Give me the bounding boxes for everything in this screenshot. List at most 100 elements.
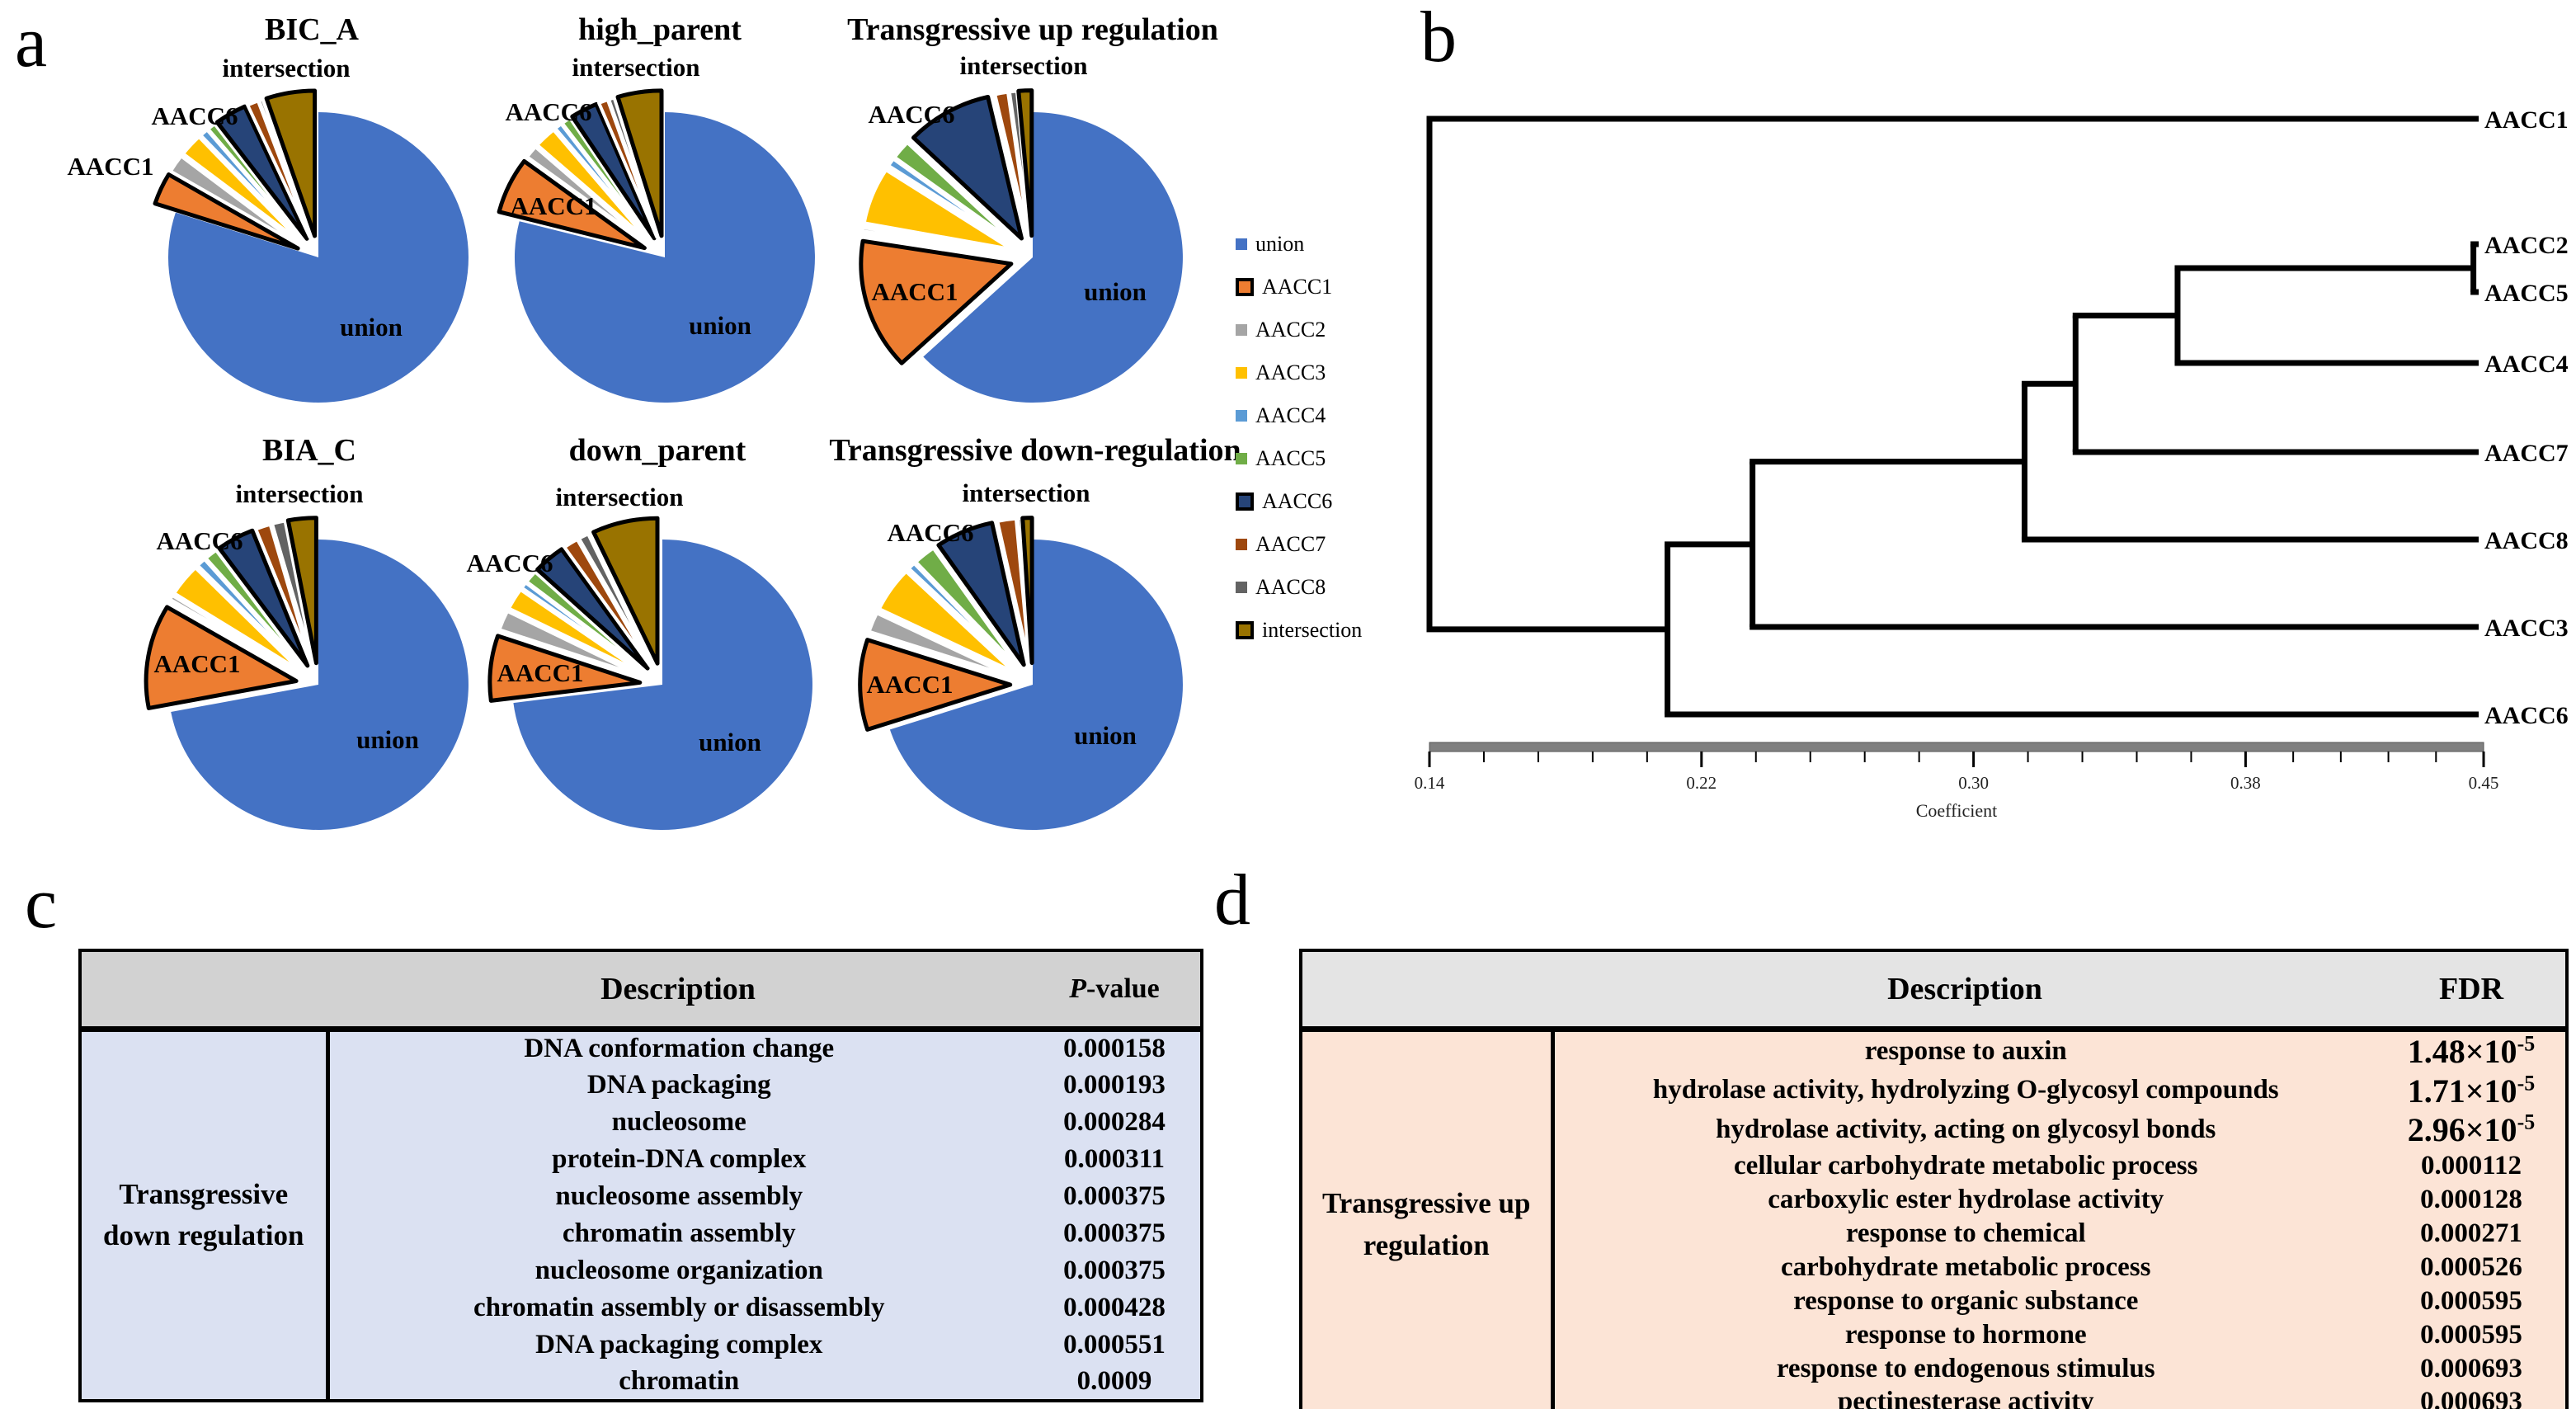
pie-title-trans-up: Transgressive up regulation bbox=[847, 12, 1218, 47]
pie-label-union: union bbox=[699, 728, 761, 756]
dendrogram-leaf-label: AACC4 bbox=[2484, 351, 2569, 378]
pie-slice-AACC1 bbox=[144, 605, 299, 710]
value-cell: 0.000693 bbox=[2420, 1353, 2522, 1383]
pie-slice-AACC5 bbox=[204, 549, 306, 670]
pie-slice-AACC8 bbox=[271, 519, 315, 666]
legend-label: AACC2 bbox=[1255, 318, 1326, 342]
pie-slice-AACC2 bbox=[860, 225, 1013, 256]
description-cell: DNA packaging complex bbox=[535, 1329, 823, 1360]
legend-label: AACC8 bbox=[1255, 575, 1326, 599]
axis-tick-label: 0.38 bbox=[2230, 773, 2261, 793]
legend-item-AACC5: AACC5 bbox=[1236, 437, 1401, 480]
dendrogram: AACC1AACC2AACC5AACC4AACC7AACC8AACC3AACC6… bbox=[1415, 106, 2569, 821]
pie-slice-AACC5 bbox=[525, 570, 648, 672]
pie-slice-AACC5 bbox=[206, 122, 307, 243]
pie-label-AACC6: AACC6 bbox=[466, 549, 553, 577]
pie-slice-AACC3 bbox=[506, 587, 645, 676]
value-cell: 0.000375 bbox=[1063, 1180, 1166, 1211]
legend-swatch-icon bbox=[1236, 453, 1247, 464]
pie-slice-AACC1 bbox=[497, 158, 647, 251]
description-cell: carbohydrate metabolic process bbox=[1781, 1251, 2151, 1282]
description-cell: cellular carbohydrate metabolic process bbox=[1734, 1150, 2198, 1180]
legend-label: AACC3 bbox=[1255, 360, 1326, 384]
pie-label-AACC1: AACC1 bbox=[67, 152, 153, 181]
legend-item-AACC1: AACC1 bbox=[1236, 266, 1401, 309]
legend-item-AACC8: AACC8 bbox=[1236, 566, 1401, 609]
pie-slice-AACC2 bbox=[497, 609, 643, 678]
pie-slice-AACC7 bbox=[254, 522, 313, 666]
legend-swatch-icon bbox=[1236, 410, 1247, 422]
description-cell: nucleosome bbox=[611, 1106, 746, 1137]
axis-title: Coefficient bbox=[1916, 800, 1998, 821]
pie-slice-AACC2 bbox=[168, 154, 302, 247]
legend-swatch-icon bbox=[1236, 621, 1254, 639]
value-cell: 0.000375 bbox=[1063, 1255, 1166, 1285]
value-cell: 0.000551 bbox=[1063, 1329, 1166, 1360]
pie-label-union: union bbox=[1074, 721, 1137, 750]
pie-label-intersection: intersection bbox=[960, 51, 1088, 80]
pie-slice-AACC7 bbox=[563, 537, 652, 668]
description-cell: DNA packaging bbox=[586, 1069, 771, 1100]
column-header-value: P-value bbox=[1029, 950, 1202, 1032]
pie-label-AACC6: AACC6 bbox=[887, 518, 973, 547]
pie-slice-union bbox=[514, 112, 815, 403]
pie-slice-AACC5 bbox=[560, 115, 654, 242]
pie-label-union: union bbox=[689, 311, 751, 340]
panel-label-c: c bbox=[25, 864, 58, 944]
header-spacer bbox=[1301, 950, 1552, 1032]
description-cell: response to auxin bbox=[1864, 1036, 2067, 1067]
dendrogram-leaf-label: AACC5 bbox=[2484, 280, 2569, 307]
value-cell: 0.000693 bbox=[2420, 1386, 2522, 1409]
dendrogram-leaf-label: AACC8 bbox=[2484, 527, 2569, 554]
pie-label-AACC6: AACC6 bbox=[151, 101, 238, 130]
column-header-description: Description bbox=[1552, 950, 2377, 1032]
axis-tick-label: 0.22 bbox=[1686, 773, 1717, 793]
pie-slice-intersection bbox=[264, 88, 318, 238]
pie-slice-AACC1 bbox=[858, 638, 1013, 732]
description-cell: hydrolase activity, hydrolyzing O-glycos… bbox=[1652, 1075, 2279, 1105]
pie-title-high-parent: high_parent bbox=[578, 12, 742, 47]
pie-slice-AACC1 bbox=[859, 238, 1014, 365]
value-cell: 2.96×10-5 bbox=[2407, 1110, 2536, 1148]
legend-label: AACC6 bbox=[1262, 489, 1333, 513]
dendrogram-leaf-label: AACC1 bbox=[2484, 106, 2569, 134]
description-cell: hydrolase activity, acting on glycosyl b… bbox=[1716, 1114, 2216, 1144]
pie-title-down-parent: down_parent bbox=[568, 433, 746, 468]
value-cell: 0.000375 bbox=[1063, 1218, 1166, 1248]
pie-slice-AACC3 bbox=[535, 128, 652, 243]
value-cell: 0.000284 bbox=[1063, 1106, 1166, 1137]
legend-swatch-icon bbox=[1236, 278, 1254, 296]
description-cell: pectinesterase activity bbox=[1837, 1386, 2094, 1409]
pie-slice-AACC3 bbox=[877, 569, 1016, 674]
pie-slice-union bbox=[889, 540, 1183, 830]
pie-label-AACC1: AACC1 bbox=[866, 670, 953, 699]
pie-slice-AACC3 bbox=[862, 168, 1014, 252]
legend-label: AACC5 bbox=[1255, 446, 1326, 470]
legend-swatch-icon bbox=[1236, 238, 1247, 250]
description-cell: response to organic substance bbox=[1793, 1285, 2139, 1316]
legend-item-intersection: intersection bbox=[1236, 609, 1401, 652]
pie-label-AACC6: AACC6 bbox=[505, 97, 591, 126]
pie-slice-intersection bbox=[591, 516, 660, 666]
coefficient-axis-bar bbox=[1429, 742, 2484, 752]
pie-label-intersection: intersection bbox=[236, 479, 364, 508]
pie-slice-AACC8 bbox=[577, 532, 654, 667]
pie-slice-intersection bbox=[1016, 88, 1034, 238]
pie-slice-union bbox=[167, 112, 469, 403]
value-cell: 1.48×10-5 bbox=[2407, 1032, 2536, 1071]
pie-label-union: union bbox=[356, 725, 419, 754]
pie-slice-AACC4 bbox=[907, 561, 1019, 672]
panel-label-d: d bbox=[1214, 860, 1250, 940]
pie-slice-AACC6 bbox=[911, 95, 1024, 241]
description-cell: chromatin assembly bbox=[562, 1218, 796, 1248]
dendrogram-leaf-label: AACC6 bbox=[2484, 702, 2569, 729]
value-cell: 0.000428 bbox=[1063, 1292, 1166, 1322]
pie-label-AACC1: AACC1 bbox=[510, 191, 596, 220]
axis-tick-label: 0.30 bbox=[1958, 773, 1989, 793]
description-cell: nucleosome assembly bbox=[555, 1180, 803, 1211]
